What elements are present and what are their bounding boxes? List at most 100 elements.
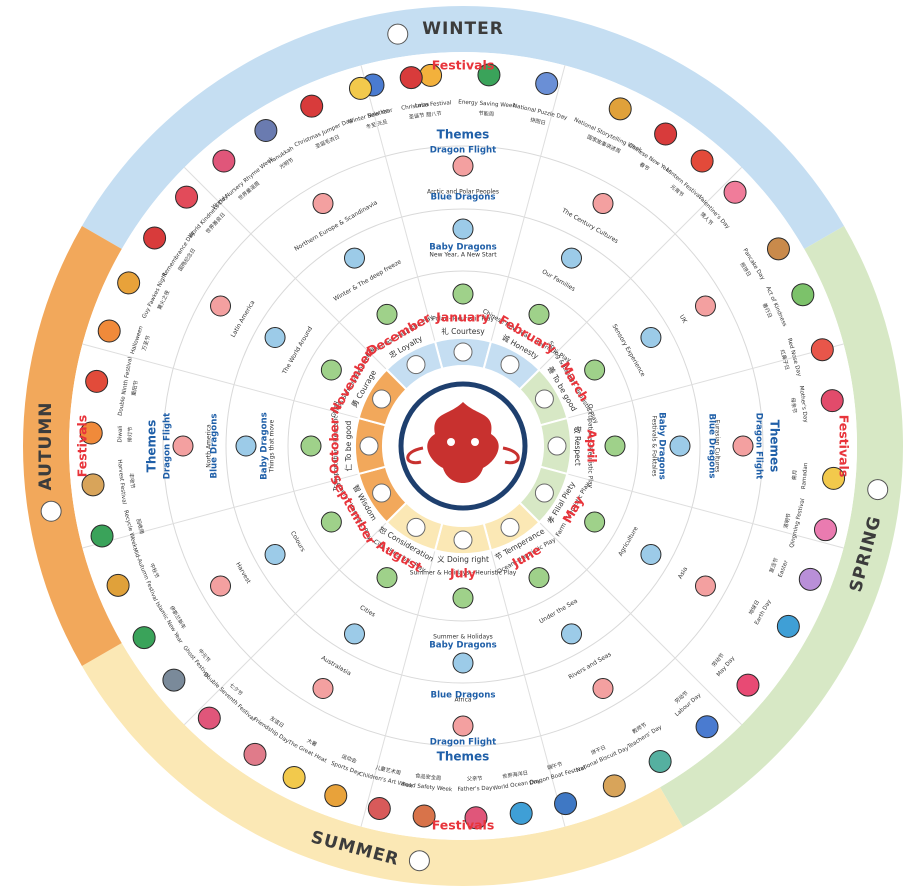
topic-icon <box>264 544 286 565</box>
topic-icon <box>452 652 474 674</box>
header-themes-0: Themes <box>437 128 490 142</box>
header-baby-dragons-270: Baby Dragons <box>260 412 270 480</box>
season-band-autumn <box>22 226 122 666</box>
region-icon <box>592 677 614 699</box>
festival-mother-s-day: Mother's Day <box>798 386 809 424</box>
topic-icon <box>452 218 474 240</box>
chrysanthemum-icon <box>85 369 109 393</box>
header-dragon-flight-270: Dragon Flight <box>163 413 173 479</box>
festival-harvest-festival: Harvest Festival <box>116 459 127 505</box>
play-icon <box>376 303 398 325</box>
virtue-icon <box>500 355 520 375</box>
diya-icon <box>79 421 103 445</box>
festival-cn-food-safety-week: 食品安全周 <box>415 771 442 782</box>
header-festivals-180: Festivals <box>432 818 495 833</box>
season-label-winter: WINTER <box>422 19 504 39</box>
virtue-icon <box>453 342 473 362</box>
season-band-winter <box>81 6 845 249</box>
month-spoke <box>360 65 436 342</box>
header-festivals-90: Festivals <box>837 415 852 478</box>
play-icon <box>300 435 322 457</box>
month-spoke <box>184 167 387 370</box>
region-icon <box>210 575 232 597</box>
lotus-icon <box>813 518 837 542</box>
header-baby-dragons-0: Baby Dragons <box>429 243 497 253</box>
theme-flight-april: Eurasian Cultures <box>714 420 721 473</box>
month-spoke <box>539 167 742 370</box>
festival-cn-new-year: 元旦 <box>377 118 389 127</box>
festival-energy-saving-week: Energy Saving Week <box>458 99 516 109</box>
theme-baby-october: Transportation - Heuristic Play <box>333 400 340 492</box>
festival-father-s-day: Father's Day <box>457 786 493 793</box>
header-blue-dragons-270: Blue Dragons <box>210 414 220 479</box>
dragon-eye-right <box>471 438 479 446</box>
season-band-spring <box>660 226 903 828</box>
play-icon <box>452 587 474 609</box>
hands-icon <box>791 283 815 307</box>
recycle-icon <box>90 524 114 548</box>
virtue-icon <box>372 483 392 503</box>
month-spoke <box>490 550 566 827</box>
region-icon <box>312 193 334 215</box>
festival-cn-world-ocean-day: 世界海洋日 <box>502 768 529 780</box>
theme-blue-april: Festivals & Folktales <box>651 415 658 476</box>
wheat-icon <box>81 473 105 497</box>
month-label-april: April <box>585 429 600 462</box>
center-ring <box>398 381 528 511</box>
topic-icon <box>561 247 582 269</box>
palette-icon <box>367 796 391 820</box>
month-spoke <box>360 550 436 827</box>
virtue-icon <box>547 436 567 456</box>
region-icon <box>210 295 232 317</box>
region-icon <box>732 435 754 457</box>
jumper-icon <box>300 94 324 118</box>
festival-cn-winter-solstice: 冬至 <box>365 120 377 131</box>
play-icon <box>452 283 474 305</box>
cupid-icon <box>723 180 747 204</box>
festival-christmas: Christmas <box>401 102 430 112</box>
month-value-july: 义 Doing right <box>437 555 489 564</box>
header-baby-dragons-90: Baby Dragons <box>657 412 667 480</box>
dolphin-icon <box>509 801 533 825</box>
mooncake-icon <box>106 573 130 597</box>
topic-icon <box>235 435 257 457</box>
month-label-october: October <box>327 417 342 474</box>
header-dragon-flight-0: Dragon Flight <box>430 146 496 156</box>
theme-baby-july: Summer & Holidays - Heuristic Play <box>410 570 517 577</box>
ring-divider-1 <box>162 145 764 747</box>
festival-cn-qingming-festival: 清明节 <box>781 512 792 529</box>
theme-baby-april: Occupations - Heuristic Play <box>587 404 594 489</box>
month-value-october: 仁 To be good <box>343 420 353 471</box>
virtue-icon <box>453 530 473 550</box>
theme-flight-october: North America <box>206 424 213 468</box>
topic-icon <box>344 623 365 645</box>
flower-icon <box>867 479 889 501</box>
ring-divider-3 <box>287 270 639 622</box>
snowman-icon <box>387 23 409 45</box>
header-dragon-flight-180: Dragon Flight <box>430 738 496 748</box>
sun-icon <box>282 765 306 789</box>
biscuit-icon <box>602 774 626 798</box>
maple-leaf-icon <box>40 500 62 522</box>
play-icon <box>584 511 606 533</box>
card-icon <box>820 389 844 413</box>
festival-cn-laba-festival: 腊八节 <box>426 110 442 118</box>
book-icon <box>608 97 632 121</box>
teacher-icon <box>648 749 672 773</box>
flower-icon <box>736 673 760 697</box>
sun-icon <box>408 850 430 872</box>
menorah-icon <box>254 119 278 143</box>
header-festivals-270: Festivals <box>75 415 90 478</box>
festival-cn-mother-s-day: 母亲节 <box>789 397 799 413</box>
festival-cn-recycle-week: 回收周 <box>135 518 147 535</box>
tie-icon <box>464 806 488 830</box>
poppy-icon <box>143 226 167 250</box>
food-icon <box>412 804 436 828</box>
theme-baby-january: Polar - Heuristic Play <box>432 316 494 323</box>
lantern-icon <box>690 149 714 173</box>
theme-blue-july: Summer & Holidays <box>433 634 493 641</box>
boat-icon <box>554 792 578 816</box>
dragon-whiskers <box>406 446 520 465</box>
